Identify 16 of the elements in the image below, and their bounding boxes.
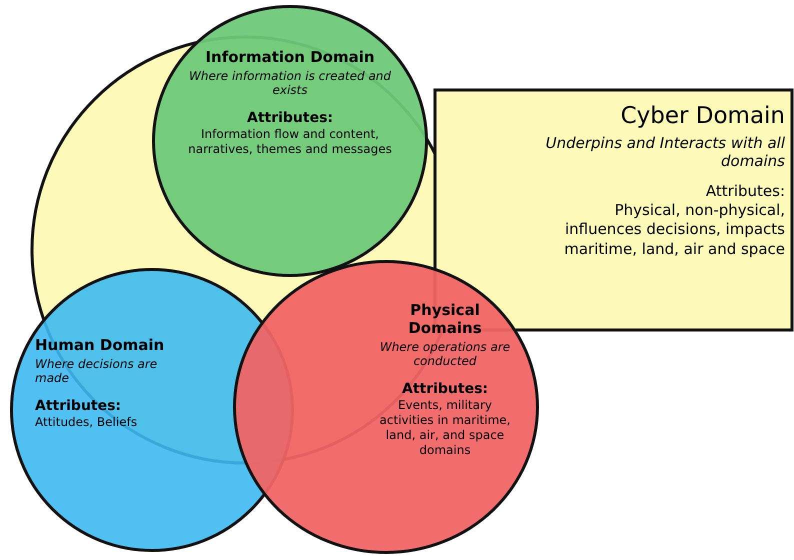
attributes-text: Events, military activities in maritime, land, air, and space domains <box>378 398 512 458</box>
domain-title: Information Domain <box>204 48 376 66</box>
domain-description: Where operations are conducted <box>378 340 512 369</box>
attributes-heading: Attributes: <box>400 380 490 397</box>
attributes-text: Physical, non-physical, influences decisions, impacts maritime, land, air and space <box>563 200 785 260</box>
attributes-text: Information flow and content, narratives, themes and messages <box>187 126 393 157</box>
attributes-heading: Attributes: <box>246 110 334 126</box>
domain-title: Physical Domains <box>407 301 483 337</box>
attributes-text: Attitudes, Beliefs <box>35 414 138 430</box>
domain-description: Where information is created and exists <box>188 69 392 98</box>
attributes-heading: Attributes: <box>704 182 785 200</box>
domain-title: Cyber Domain <box>620 103 785 131</box>
domain-title: Human Domain <box>35 336 166 354</box>
domain-description: Where decisions are made <box>35 357 158 386</box>
domain-description: Underpins and Interacts with all domains <box>545 134 785 170</box>
attributes-heading: Attributes: <box>35 398 122 414</box>
